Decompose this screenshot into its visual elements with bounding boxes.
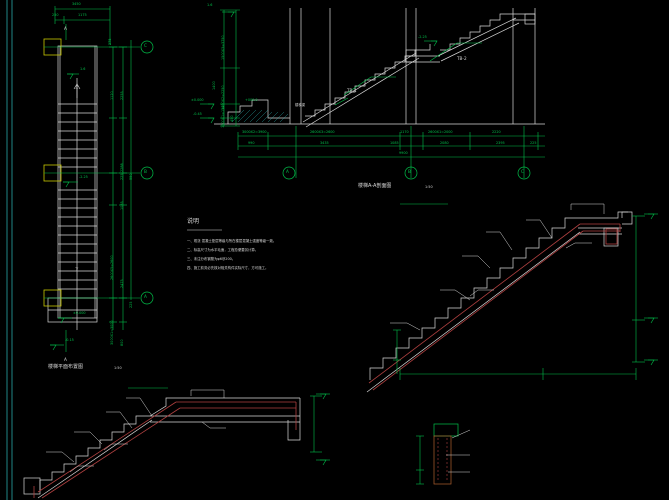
notes-heading: 说明 — [187, 218, 200, 225]
section-dim-1170: 1170 — [400, 130, 409, 134]
section-vdim-1500x3: 1500X3=3750 — [221, 35, 225, 60]
plan-elev-zero: ±0.000 — [73, 311, 86, 315]
section-elev-1-6: 1.6 — [207, 3, 213, 7]
plan-vdim-1085: 1085 — [120, 201, 124, 210]
section-landing-note: 楼梯梁 — [295, 103, 306, 107]
section-view-scale: 1:50 — [425, 185, 433, 189]
plan-vdim-2600x5: 2600X5=2600 — [110, 255, 114, 280]
notes-line-2: 二、标高尺寸为水平毛面，工程总便要另计算。 — [187, 248, 259, 252]
plan-grid-bubble-c[interactable]: C — [144, 43, 147, 48]
plan-vdim-800: 800 — [120, 339, 124, 346]
plan-edge-990: 990 — [129, 173, 133, 180]
plan-edge-275: 275 — [108, 38, 112, 45]
section-dim-2220: 2220 — [492, 130, 501, 134]
notes-line-1: 一、现浇 混凝土垫层等级与所在楼层混凝土强度等级一致。 — [187, 239, 277, 243]
section-beam-label-tb2: TB-2 — [457, 56, 467, 61]
plan-edge-225: 225 — [120, 173, 124, 180]
section-dim-225: 225 — [530, 141, 537, 145]
section-grid-bubble-c[interactable]: C — [521, 169, 524, 174]
section-dim-2395: 2395 — [496, 141, 505, 145]
plan-vdim-2288: 2288 — [120, 163, 124, 172]
plan-view-scale: 1:50 — [114, 366, 122, 370]
section-grid-bubble-b[interactable]: B — [408, 169, 411, 174]
plan-dim-1175: 1175 — [78, 13, 87, 17]
beam-detail-geometry — [416, 423, 471, 485]
notes-line-4: 四、施工前务必先核对相关构件实际尺寸，方可施工。 — [187, 266, 269, 270]
section-dim-990: 990 — [248, 141, 255, 145]
section-view-geometry — [200, 8, 545, 180]
section-elev-plus: +000.0 — [245, 98, 258, 102]
plan-elev-neg015: -0.15 — [65, 338, 74, 342]
border-lines — [6, 0, 13, 500]
plan-view-geometry — [43, 6, 154, 352]
plan-elev-neg225: -2.25 — [79, 175, 88, 179]
plan-arrow-up: 上 — [75, 85, 79, 89]
section-dim-3435: 3435 — [320, 141, 329, 145]
section-grid-bubble-a[interactable]: A — [286, 169, 289, 174]
section-elev-zero: ±0.000 — [191, 98, 204, 102]
notes-line-3: 三、未注分布钢筋为φ6@200。 — [187, 257, 236, 261]
tb2-detail-geometry — [23, 387, 330, 499]
plan-section-mark-a-top: A — [64, 26, 67, 31]
plan-elev-1-6: 1.6 — [80, 67, 86, 71]
section-elev-neg225: -2.25 — [418, 35, 427, 39]
section-elev-neg045: -0.45 — [193, 112, 202, 116]
plan-arrow-down: 下 — [75, 267, 79, 271]
plan-view-title: 楼梯平面布置图 — [48, 364, 84, 370]
section-dim-2080: 2080 — [440, 141, 449, 145]
section-vdim-450: 450 — [230, 115, 234, 122]
plan-grid-bubble-a[interactable]: A — [144, 294, 147, 299]
section-dim-2600x1: 2600X1=2000 — [428, 130, 453, 134]
section-vdim-1400: 1400 — [212, 81, 216, 90]
section-view-title: 楼梯A-A剖面图 — [358, 183, 392, 189]
plan-grid-bubble-b[interactable]: B — [144, 169, 147, 174]
tb1-detail-geometry — [366, 203, 658, 393]
plan-vdim-2475: 2475 — [120, 279, 124, 288]
plan-dim-250: 250 — [52, 13, 59, 17]
section-dim-2600x3: 2600X3=2600 — [310, 130, 335, 134]
section-dim-3000x2: 3000X2=3900 — [242, 130, 267, 134]
section-dim-1085: 1085 — [390, 141, 399, 145]
section-dim-total: 9900 — [399, 151, 408, 155]
plan-dim-3450: 3450 — [72, 2, 81, 6]
plan-vdim-1120: 1120 — [110, 91, 114, 100]
plan-section-mark-a-bottom: A — [64, 357, 67, 362]
plan-vdim-3000x1: 3000X1=3000 — [110, 320, 114, 345]
section-beam-label-tb1: TB-1 — [347, 88, 357, 93]
plan-edge-225b: 225 — [129, 301, 133, 308]
plan-vdim-2255: 2255 — [120, 91, 124, 100]
section-vdim-1500x1: 1500X1=1500 — [221, 103, 225, 128]
